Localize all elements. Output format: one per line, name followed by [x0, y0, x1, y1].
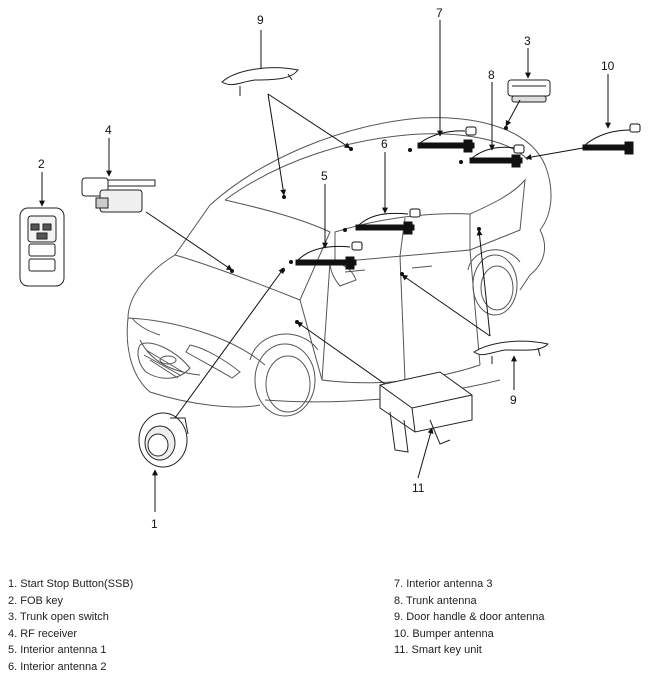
callout-1: 1 [151, 517, 158, 531]
callout-2: 2 [38, 157, 45, 171]
callout-5: 5 [321, 169, 328, 183]
legend-item: 6. Interior antenna 2 [8, 660, 107, 673]
rf-receiver-icon [81, 177, 156, 213]
trunk-antenna-icon [469, 144, 525, 168]
trunk-open-switch-icon [507, 79, 551, 103]
legend-right: 7. Interior antenna 3 8. Trunk antenna 9… [394, 576, 544, 659]
callout-labels: 1 2 3 4 5 6 7 8 9 9 10 11 [38, 6, 615, 531]
callout-7: 7 [436, 6, 443, 20]
callout-11: 11 [412, 481, 425, 495]
start-stop-button-icon [138, 412, 189, 468]
door-handle-antenna-icon [221, 67, 299, 96]
legend-item: 7. Interior antenna 3 [394, 578, 493, 590]
smart-key-system-diagram: 1 2 3 4 5 6 7 8 9 9 10 11 [19, 6, 641, 531]
callout-8: 8 [488, 68, 495, 82]
location-dots [230, 126, 508, 324]
bumper-antenna-icon [582, 123, 641, 155]
legend-item: 4. RF receiver [8, 627, 78, 640]
legend-item: 8. Trunk antenna [394, 594, 477, 607]
callout-10: 10 [601, 59, 615, 73]
legend-item: 1. Start Stop Button(SSB) [8, 578, 134, 590]
callout-9-top: 9 [257, 13, 264, 27]
legend-item: 10. Bumper antenna [394, 627, 494, 640]
smart-key-unit-icon [379, 371, 473, 453]
leader-lines [39, 20, 611, 512]
interior-antenna-1-icon [295, 241, 363, 270]
legend-item: 2. FOB key [8, 594, 64, 607]
callout-6: 6 [381, 137, 388, 151]
interior-antenna-3-icon [417, 126, 477, 153]
legend-item: 11. Smart key unit [394, 644, 482, 656]
callout-4: 4 [105, 123, 112, 137]
legend-item: 5. Interior antenna 1 [8, 644, 107, 656]
fob-key-icon [19, 207, 65, 287]
door-handle-antenna-icon-2 [473, 340, 550, 364]
callout-9-bottom: 9 [510, 393, 517, 407]
legend-item: 3. Trunk open switch [8, 611, 109, 623]
callout-3: 3 [524, 34, 531, 48]
legend-item: 9. Door handle & door antenna [394, 611, 545, 623]
interior-antenna-2-icon [355, 208, 421, 235]
legend-left: 1. Start Stop Button(SSB) 2. FOB key 3. … [8, 576, 133, 675]
